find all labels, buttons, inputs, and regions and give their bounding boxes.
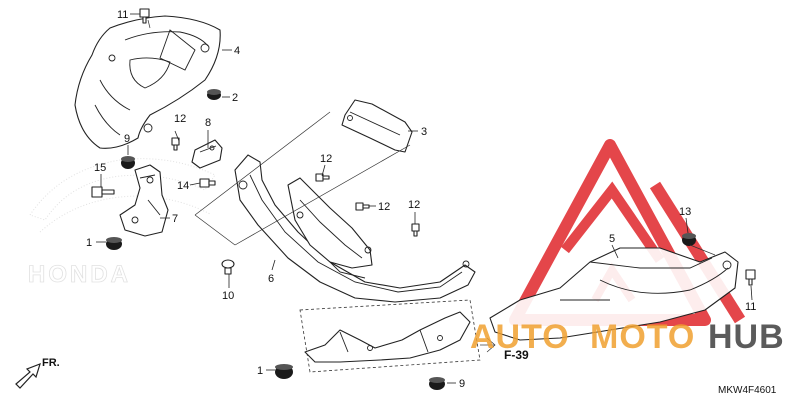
part-9-grommet-left	[121, 156, 135, 169]
callout-3: 3	[421, 126, 427, 138]
callout-7: 7	[172, 213, 178, 225]
part-12-screw-d	[411, 223, 420, 237]
callout-12-b: 12	[320, 153, 332, 165]
callout-15: 15	[94, 162, 106, 174]
part-12-screw-c	[355, 202, 370, 211]
callout-14: 14	[177, 180, 189, 192]
callout-9-left: 9	[124, 133, 130, 145]
part-1-grommet-bottom	[275, 364, 293, 379]
front-arrow-icon	[15, 362, 41, 389]
callout-11-top: 11	[117, 9, 128, 21]
part-10-clip	[221, 259, 235, 275]
watermark-moto: MOTO	[590, 318, 695, 356]
callout-1-left: 1	[86, 237, 92, 249]
callout-2: 2	[232, 92, 238, 104]
callout-6: 6	[268, 273, 274, 285]
front-label: FR.	[42, 357, 60, 369]
reference-f39: F-39	[504, 348, 529, 362]
watermark-text: AUTO MOTO HUB	[470, 318, 785, 356]
part-11-bolt-top	[139, 8, 150, 24]
assembly-guide-lines	[147, 19, 716, 256]
part-1-grommet-left	[106, 237, 122, 250]
callout-13: 13	[679, 206, 691, 218]
part-9-grommet-bottom	[429, 377, 445, 390]
part-3-bracket	[341, 99, 413, 153]
callout-12-c: 12	[378, 201, 390, 213]
part-2-grommet	[207, 89, 221, 100]
part-8-bracket	[191, 139, 223, 169]
part-12-screw-b	[315, 173, 330, 182]
part-13-grommet	[682, 233, 696, 246]
part-12-screw-a	[171, 137, 180, 151]
part-14-bolt	[199, 178, 216, 188]
callout-11-right: 11	[745, 301, 756, 313]
callout-5: 5	[609, 233, 615, 245]
subassembly-box	[299, 299, 496, 373]
callout-1-bottom: 1	[257, 365, 263, 377]
honda-logo-text: HONDA	[28, 261, 131, 288]
callout-leaders	[96, 13, 753, 384]
diagram-code: MKW4F4601	[718, 385, 777, 396]
part-11-bolt-right	[745, 269, 756, 286]
front-direction-indicator: FR.	[15, 357, 60, 389]
part-15-bolt	[91, 186, 115, 198]
callout-8: 8	[205, 117, 211, 129]
part-6-lower-cowl	[234, 154, 476, 303]
callout-4: 4	[234, 45, 240, 57]
callout-9-bottom: 9	[459, 378, 465, 390]
callout-labels: 11 4 2 3 12 8 9 12 15 14 12 7 12 1 13 5 …	[86, 9, 756, 390]
watermark-auto: AUTO	[470, 318, 570, 356]
part-7-stay	[119, 164, 169, 237]
callout-12-d: 12	[408, 199, 420, 211]
callout-12-a: 12	[174, 113, 186, 125]
watermark-hub: HUB	[708, 318, 785, 356]
part-5-inner-cover	[489, 247, 739, 341]
part-4-inner-panel	[74, 15, 221, 149]
callout-10: 10	[222, 290, 234, 302]
honda-logo-background: HONDA	[28, 158, 216, 288]
